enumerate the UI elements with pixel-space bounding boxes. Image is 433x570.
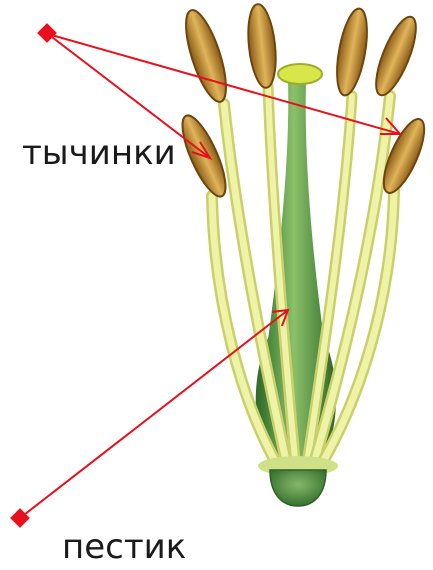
- anther: [368, 12, 424, 100]
- pointers: [20, 34, 400, 518]
- anther: [332, 6, 373, 97]
- anther: [245, 3, 280, 89]
- anther: [178, 6, 234, 106]
- receptacle-base: [270, 470, 326, 506]
- pointer-dots: [10, 23, 57, 528]
- label-pistil: пестик: [62, 530, 186, 564]
- pointer-dot: [10, 508, 30, 528]
- label-stamens: тычинки: [22, 136, 176, 170]
- receptacle: [258, 456, 338, 506]
- pointer-dot: [37, 23, 57, 43]
- pistil-stigma: [278, 64, 322, 84]
